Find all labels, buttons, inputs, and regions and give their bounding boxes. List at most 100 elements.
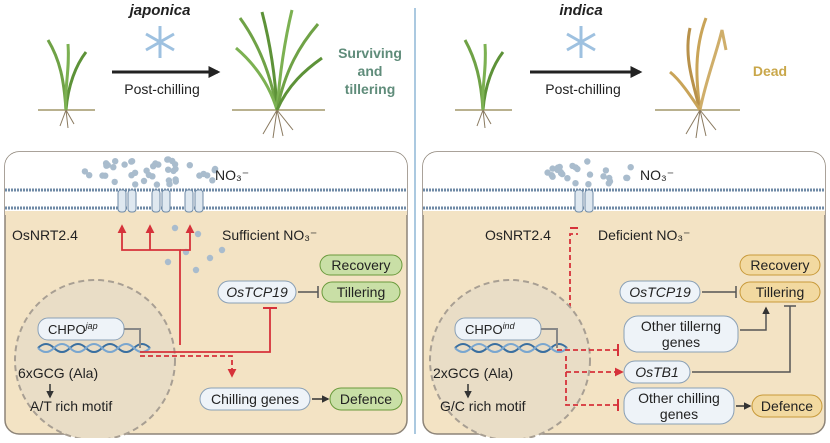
- nitrate-dot: [111, 178, 118, 186]
- left-gcg-label: 6xGCG (Ala): [18, 365, 98, 381]
- nitrate-dot: [585, 181, 592, 188]
- nitrate-dot: [132, 181, 139, 188]
- right-motif-label: G/C rich motif: [440, 398, 526, 414]
- right-regulatory-lines: [557, 349, 624, 406]
- nitrate-dot: [600, 173, 607, 180]
- left-chilling-genes-label: Chilling genes: [211, 391, 299, 407]
- left-nitrate-dots: [81, 156, 226, 274]
- nitrate-dot: [131, 169, 139, 176]
- nitrate-dot: [121, 161, 128, 168]
- left-outcome-line-2: and: [358, 63, 383, 79]
- left-tcp19-label: OsTCP19: [226, 284, 288, 300]
- nitrate-dot: [102, 172, 109, 179]
- left-tillering-box: [321, 281, 401, 303]
- right-defence-box: [751, 394, 823, 418]
- nitrate-dot: [602, 167, 610, 174]
- left-tcp-inhibit: [140, 308, 271, 353]
- nitrate-dot: [549, 165, 556, 172]
- left-recovery-label: Recovery: [331, 257, 390, 273]
- left-chilling-genes-box: [199, 387, 311, 411]
- left-mature-plant: [232, 9, 325, 139]
- nitrate-dot: [211, 167, 218, 174]
- nitrate-dot: [564, 175, 571, 182]
- nitrate-dot: [171, 224, 179, 232]
- right-other-chill-box: [623, 387, 735, 425]
- right-tb1-label: OsTB1: [635, 364, 679, 380]
- left-motif-label: A/T rich motif: [30, 398, 112, 414]
- right-gcg-label: 2xGCG (Ala): [433, 365, 513, 381]
- nitrate-dot: [557, 170, 565, 177]
- right-tillering-box: [739, 281, 821, 303]
- nitrate-dot: [206, 254, 214, 262]
- nitrate-dot: [170, 167, 177, 175]
- nitrate-dot: [172, 178, 179, 185]
- nitrate-dot: [196, 172, 203, 179]
- nitrate-dot: [165, 156, 172, 163]
- nitrate-dot: [143, 167, 150, 174]
- nitrate-dot: [584, 158, 591, 165]
- left-seedling: [38, 39, 95, 129]
- left-defence-label: Defence: [340, 391, 392, 407]
- nitrate-dot: [194, 230, 202, 238]
- nitrate-dot: [110, 164, 117, 171]
- right-variety-label: indica: [559, 2, 602, 19]
- right-other-tiller-box: [623, 315, 739, 353]
- nitrate-dot: [624, 174, 631, 182]
- nitrate-dot: [627, 164, 634, 171]
- right-other-tiller-line-2: genes: [662, 334, 700, 350]
- nitrate-dot: [128, 158, 135, 165]
- right-other-chill-line-1: Other chilling: [638, 390, 720, 406]
- nitrate-dot: [81, 168, 89, 175]
- left-chilling-arrow: [140, 355, 237, 378]
- right-transporter-label: OsNRT2.4: [485, 227, 551, 243]
- left-defence-box: [329, 387, 403, 411]
- left-induction-arrows: [117, 224, 195, 345]
- right-post-chilling-label: Post-chilling: [545, 81, 620, 97]
- right-nitrate-dots: [544, 158, 634, 188]
- nitrate-dot: [606, 178, 614, 185]
- nitrate-dot: [150, 163, 157, 170]
- right-outcome-label: Dead: [753, 63, 787, 79]
- nitrate-dot: [165, 166, 172, 173]
- left-transporter-label: OsNRT2.4: [12, 227, 78, 243]
- left-chpo-link: [124, 328, 141, 348]
- nitrate-dot: [556, 163, 563, 171]
- right-other-tiller-line-1: Other tillerng: [641, 318, 721, 334]
- right-tillering-label: Tillering: [756, 284, 805, 300]
- left-chpo-label: CHPOjap: [48, 321, 98, 337]
- left-outcome-line-1: Surviving: [338, 45, 402, 61]
- nitrate-dot: [164, 258, 172, 266]
- right-transporter-weak-arrow: [569, 233, 578, 340]
- right-dead-plant: [655, 17, 740, 139]
- right-no3-status: Deficient NO₃⁻: [598, 227, 690, 243]
- nitrate-dot: [569, 162, 576, 170]
- left-no3-label: NO₃⁻: [215, 167, 249, 183]
- nitrate-dot: [586, 171, 594, 178]
- right-transporter: [574, 189, 594, 213]
- right-snowflake-icon: [566, 26, 596, 58]
- right-tb1-box: [623, 360, 691, 384]
- right-dna-helix: [454, 343, 568, 353]
- nitrate-dot: [153, 181, 161, 188]
- right-other-tiller-arrow: [740, 306, 770, 331]
- nitrate-dot: [209, 177, 216, 184]
- nitrate-dot: [165, 177, 173, 184]
- left-snowflake-icon: [145, 26, 175, 58]
- left-dna-helix: [37, 343, 151, 353]
- nitrate-dot: [204, 172, 211, 179]
- nitrate-dot: [140, 177, 148, 185]
- right-tb1-inhibit: [692, 306, 791, 373]
- left-tillering-label: Tillering: [337, 284, 386, 300]
- left-variety-label: japonica: [128, 2, 191, 19]
- left-outcome-line-3: tillering: [345, 81, 396, 97]
- nitrate-dot: [86, 172, 93, 179]
- right-defence-label: Defence: [761, 398, 813, 414]
- right-chpo-link: [541, 328, 558, 348]
- nitrate-dot: [186, 162, 193, 169]
- nitrate-dot: [218, 246, 226, 254]
- left-post-chilling-label: Post-chilling: [124, 81, 199, 97]
- right-seedling: [455, 39, 512, 129]
- nitrate-dot: [572, 180, 579, 187]
